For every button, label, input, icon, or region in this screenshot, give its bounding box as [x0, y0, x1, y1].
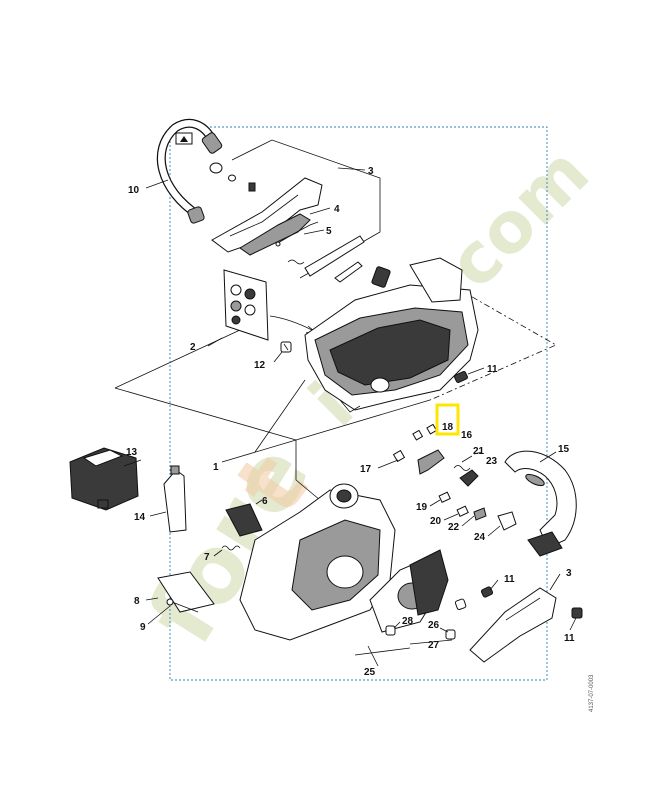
callout-10: 10: [128, 185, 140, 196]
part-9-bolt: [166, 598, 199, 613]
hardware-cluster: [392, 423, 517, 531]
part-26-screw: [445, 598, 467, 640]
part-3-handle-cover: [211, 177, 323, 256]
part-4-spring: [275, 221, 319, 247]
callout-17: 17: [360, 464, 372, 475]
callout-21: 21: [473, 446, 485, 457]
callout-28: 28: [402, 616, 414, 627]
callout-3b: 3: [566, 568, 572, 579]
callout-22: 22: [448, 522, 460, 533]
callout-18: 18: [442, 422, 454, 433]
callout-6: 6: [262, 496, 268, 507]
throttle-lever: [304, 235, 391, 288]
part-28-screw: [385, 625, 396, 636]
side-reference: 4137-07-0003: [589, 674, 595, 712]
callout-24: 24: [474, 532, 486, 543]
part-10-hose: [156, 118, 223, 224]
part-12-screw: [280, 341, 292, 353]
callout-15: 15: [558, 444, 570, 455]
part-11-screw-lower: [480, 586, 583, 619]
part-5-spring: [287, 259, 305, 265]
callout-23: 23: [486, 456, 498, 467]
part-7-spring: [221, 545, 241, 551]
highlight-box: [435, 403, 460, 436]
callout-12: 12: [254, 360, 266, 371]
part-3-rear-handle: [469, 587, 557, 663]
callout-11b: 11: [504, 574, 515, 585]
callout-19: 19: [416, 502, 428, 513]
part-13-filter-cover: [69, 447, 139, 511]
callout-11c: 11: [564, 633, 575, 644]
callout-8: 8: [134, 596, 140, 607]
part-27-carb: [409, 549, 449, 616]
assembly-guides: [114, 139, 557, 656]
callout-16: 16: [461, 430, 473, 441]
callout-20: 20: [430, 516, 442, 527]
part-6-clip: [225, 503, 263, 537]
callout-25: 25: [364, 667, 376, 678]
lower-crankcase: [239, 483, 396, 641]
callout-2: 2: [190, 342, 196, 353]
callout-27: 27: [428, 640, 440, 651]
part-11-screw-upper: [454, 370, 468, 384]
callout-13: 13: [126, 447, 138, 458]
callout-1: 1: [213, 462, 219, 473]
callout-3: 3: [368, 166, 374, 177]
callout-labels: 10 3 4 5 2 12 11 18 16 1 13 15 21 17 23 …: [126, 166, 575, 678]
leader-lines: [123, 167, 577, 667]
callout-4: 4: [334, 204, 340, 215]
part-15-hand-guard: [504, 450, 577, 557]
callout-26: 26: [428, 620, 440, 631]
callout-14: 14: [134, 512, 146, 523]
small-fittings: [209, 162, 256, 192]
callout-7: 7: [204, 552, 210, 563]
part-1-main-housing: [304, 257, 479, 413]
callout-11: 11: [487, 364, 498, 375]
callout-5: 5: [326, 226, 332, 237]
diagram-frame: [169, 126, 548, 681]
part-14-grease-tube: [163, 465, 187, 533]
part-2-decal: [223, 269, 315, 341]
callout-9: 9: [140, 622, 146, 633]
